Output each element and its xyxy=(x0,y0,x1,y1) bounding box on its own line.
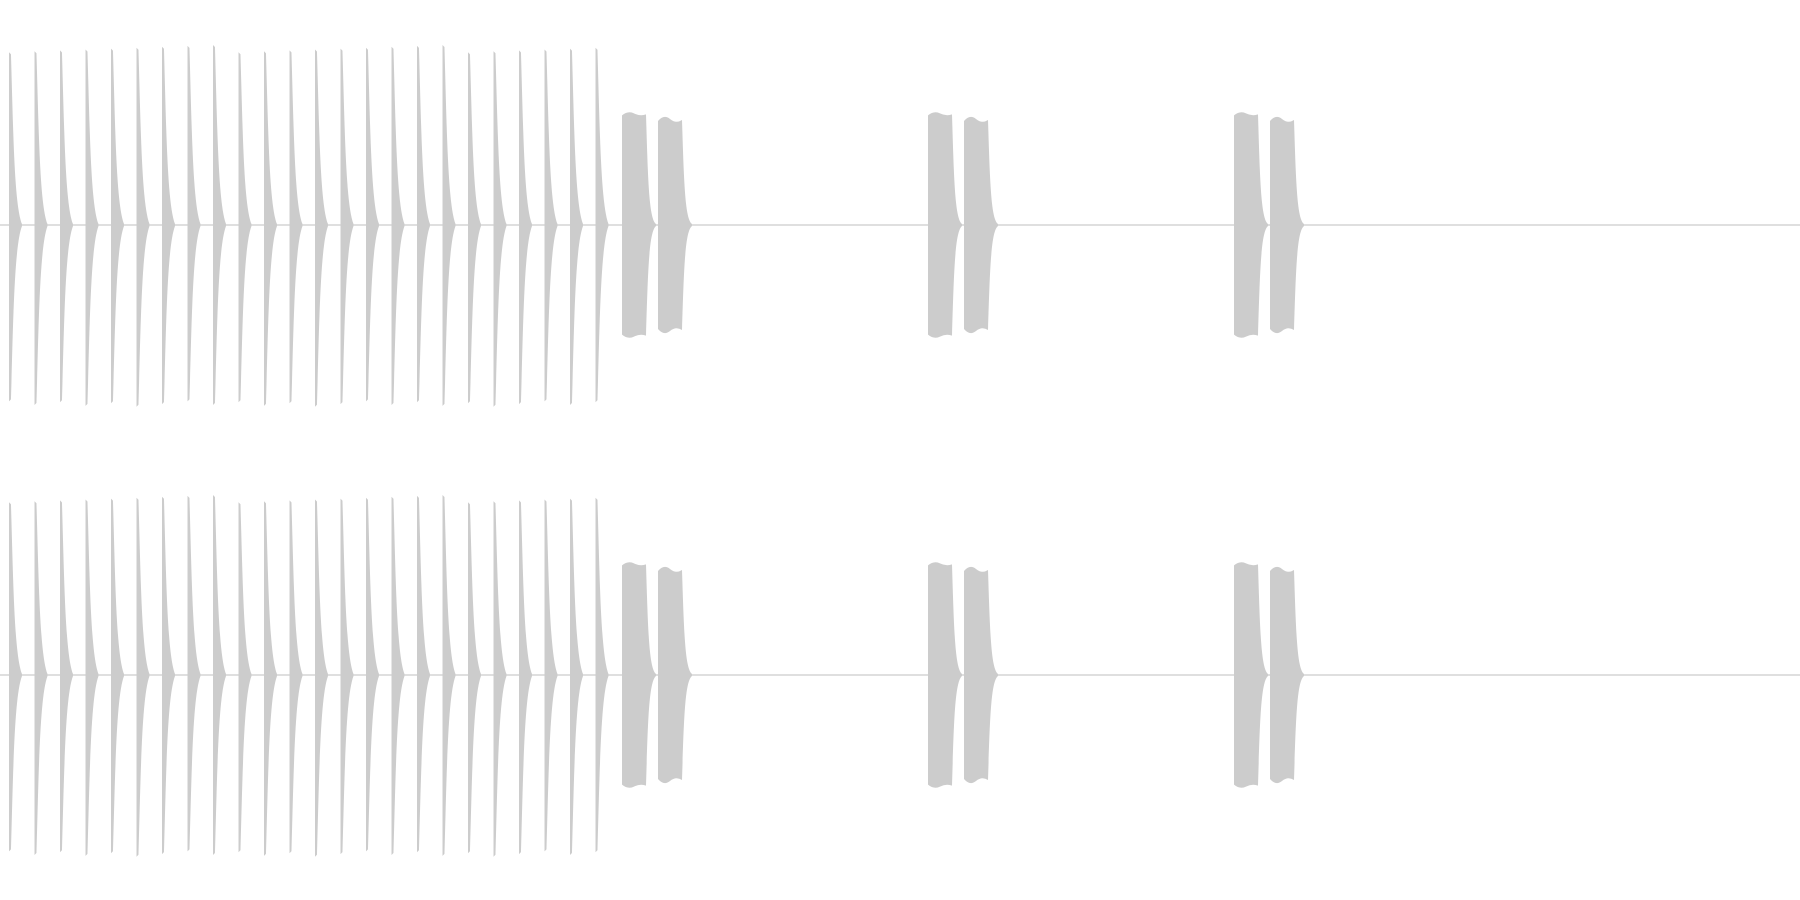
click-spike xyxy=(213,45,226,405)
burst-block xyxy=(1234,112,1268,338)
click-spike xyxy=(289,500,303,854)
click-spike xyxy=(264,51,277,406)
burst-block xyxy=(622,562,656,788)
burst-block xyxy=(622,112,656,338)
burst-block xyxy=(658,116,692,334)
burst-block xyxy=(928,562,962,788)
click-spike xyxy=(264,501,277,856)
click-spike xyxy=(60,500,73,853)
click-spike xyxy=(417,45,430,403)
click-spike xyxy=(34,51,48,406)
click-spike xyxy=(136,47,150,407)
burst-block xyxy=(658,566,692,784)
burst-block xyxy=(964,566,998,784)
click-spike xyxy=(468,52,481,404)
burst-block xyxy=(1270,116,1304,334)
click-spike xyxy=(366,497,379,852)
click-spike xyxy=(595,497,609,853)
click-spike xyxy=(340,48,354,405)
click-spike xyxy=(85,49,99,406)
click-spike xyxy=(442,45,456,406)
burst-block xyxy=(928,112,962,338)
click-spike xyxy=(238,52,252,403)
burst-block xyxy=(1234,562,1268,788)
click-spike xyxy=(187,495,201,852)
click-spike xyxy=(519,500,532,855)
click-spike xyxy=(391,46,405,406)
click-spike xyxy=(187,45,201,402)
click-spike xyxy=(417,495,430,853)
click-spike xyxy=(340,498,354,855)
click-spike xyxy=(570,48,583,405)
click-spike xyxy=(315,499,328,857)
click-spike xyxy=(60,50,73,403)
click-spike xyxy=(238,502,252,853)
burst-block xyxy=(1270,566,1304,784)
click-spike xyxy=(315,49,328,407)
click-spike xyxy=(162,496,175,855)
channel-1-waveform xyxy=(0,45,1800,407)
click-spike xyxy=(493,501,507,857)
click-spike xyxy=(595,47,609,403)
channel-2-waveform xyxy=(0,495,1800,857)
click-spike xyxy=(570,498,583,855)
click-spike xyxy=(519,50,532,405)
click-spike xyxy=(366,47,379,402)
click-spike xyxy=(544,499,558,852)
click-spike xyxy=(9,52,22,402)
click-spike xyxy=(442,495,456,856)
click-spike xyxy=(111,498,124,854)
click-spike xyxy=(85,499,99,856)
click-spike xyxy=(162,46,175,405)
click-spike xyxy=(544,49,558,402)
click-spike xyxy=(468,502,481,854)
click-spike xyxy=(111,48,124,404)
burst-block xyxy=(964,116,998,334)
click-spike xyxy=(34,501,48,855)
click-spike xyxy=(391,496,405,855)
click-spike xyxy=(493,51,507,407)
click-spike xyxy=(9,502,22,852)
click-spike xyxy=(136,497,150,857)
click-spike xyxy=(213,495,226,855)
click-spike xyxy=(289,50,303,404)
